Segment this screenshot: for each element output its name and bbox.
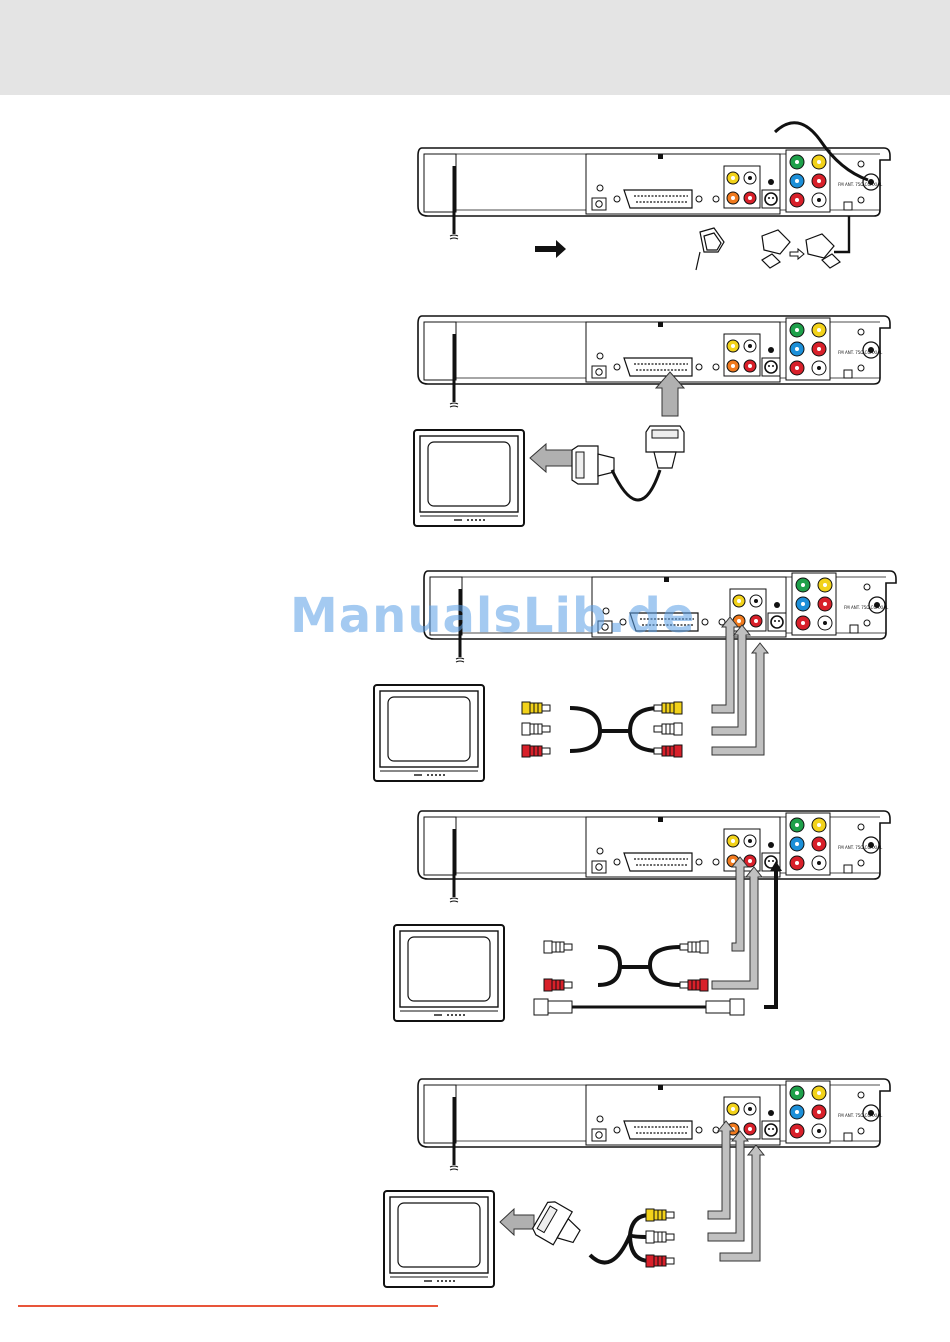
- rca-plugs: [646, 1209, 674, 1267]
- player-rear-panel: [424, 571, 896, 662]
- fm-antenna-label: FM ANT. 75Ω COAXIAL: [838, 182, 883, 187]
- fm-antenna-label: FM ANT. 75Ω COAXIAL: [844, 605, 889, 610]
- player-rear-panel: [418, 1079, 890, 1170]
- left-arrow-icon: [500, 1209, 534, 1235]
- scart-adapter-connection-diagram: FM ANT. 75Ω COAXIAL: [0, 1065, 950, 1300]
- fm-antenna-label: FM ANT. 75Ω COAXIAL: [838, 1113, 883, 1118]
- scart-cable: [612, 470, 660, 500]
- player-rear-panel: [418, 148, 890, 239]
- svideo-connection-diagram: FM ANT. 75Ω COAXIAL: [0, 795, 950, 1035]
- tv-icon: [414, 430, 524, 526]
- fm-antenna-label: FM ANT. 75Ω COAXIAL: [838, 350, 883, 355]
- tv-icon: [374, 685, 484, 781]
- header-band: [0, 0, 950, 95]
- player-rear-panel: [418, 811, 890, 902]
- footer-rule: [18, 1305, 438, 1307]
- fm-antenna-label: FM ANT. 75Ω COAXIAL: [838, 845, 883, 850]
- arrow-icon: [535, 240, 566, 258]
- player-rear-panel: [418, 316, 890, 407]
- scart-connection-diagram: FM ANT. 75Ω COAXIAL: [0, 300, 950, 532]
- tv-icon: [394, 925, 504, 1021]
- loop-antenna-icon: [696, 228, 840, 270]
- arrow-right-icon: [790, 249, 804, 259]
- antenna-connection-diagram: FM ANT. 75Ω COAXIAL: [0, 110, 950, 290]
- audio-video-connection-diagram: FM ANT. 75Ω COAXIAL: [0, 555, 950, 790]
- left-arrow-icon: [530, 444, 572, 472]
- tv-icon: [384, 1191, 494, 1287]
